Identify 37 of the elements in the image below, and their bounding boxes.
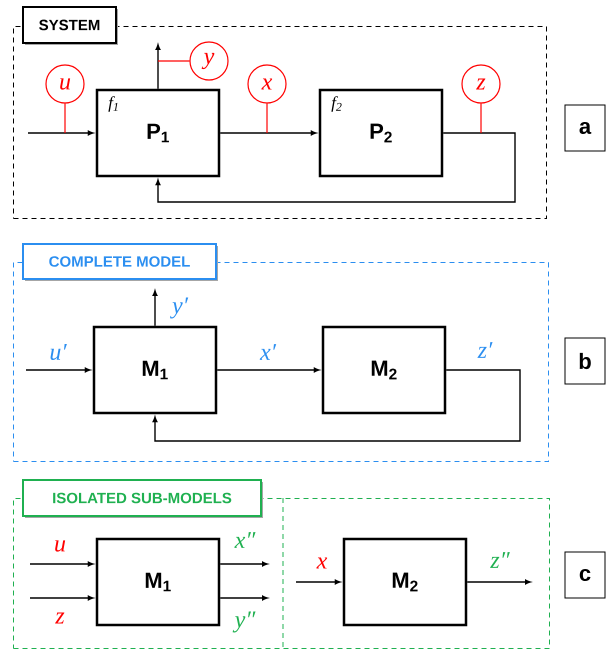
edge-label: z′ [476,341,494,359]
edge-label: z [54,612,66,625]
arrow [296,580,341,584]
edge-label: x′ [259,343,277,361]
process-box: M$_{1}$ [92,326,218,414]
edge-label: x″ [234,531,256,549]
leader-line [64,104,66,133]
feedback-arrow [156,132,516,203]
leader-line [480,104,482,133]
arrow [152,290,158,326]
panel-letter-box: b [564,338,606,384]
arrow [220,596,268,600]
arrow [467,580,531,584]
feedback-arrow [152,369,521,442]
arrow [156,44,160,89]
arrow [26,368,91,372]
edge-label: z″ [489,551,511,569]
process-box: P$_{1}$ f$_{1}$ [96,88,220,178]
panel-letter-box: c [564,552,606,598]
panel-letter-box: a [564,104,606,152]
arrow [30,596,94,600]
leader-line [266,104,268,133]
process-box: P$_{2}$ f$_{2}$ [318,88,444,178]
arrow [30,562,94,566]
edge-label: x [316,556,328,570]
leader-line [158,60,190,62]
arrow [217,368,320,372]
arrow [220,562,268,566]
edge-label: y′ [170,296,189,320]
edge-label: y″ [232,610,256,634]
process-box: M$_{1}$ [96,538,220,626]
arrow [28,130,94,136]
process-box: M$_{2}$ [322,326,446,414]
arrow [220,130,317,136]
edge-label: u′ [48,343,68,361]
process-box: M$_{2}$ [342,538,468,626]
edge-label: u [53,539,67,553]
